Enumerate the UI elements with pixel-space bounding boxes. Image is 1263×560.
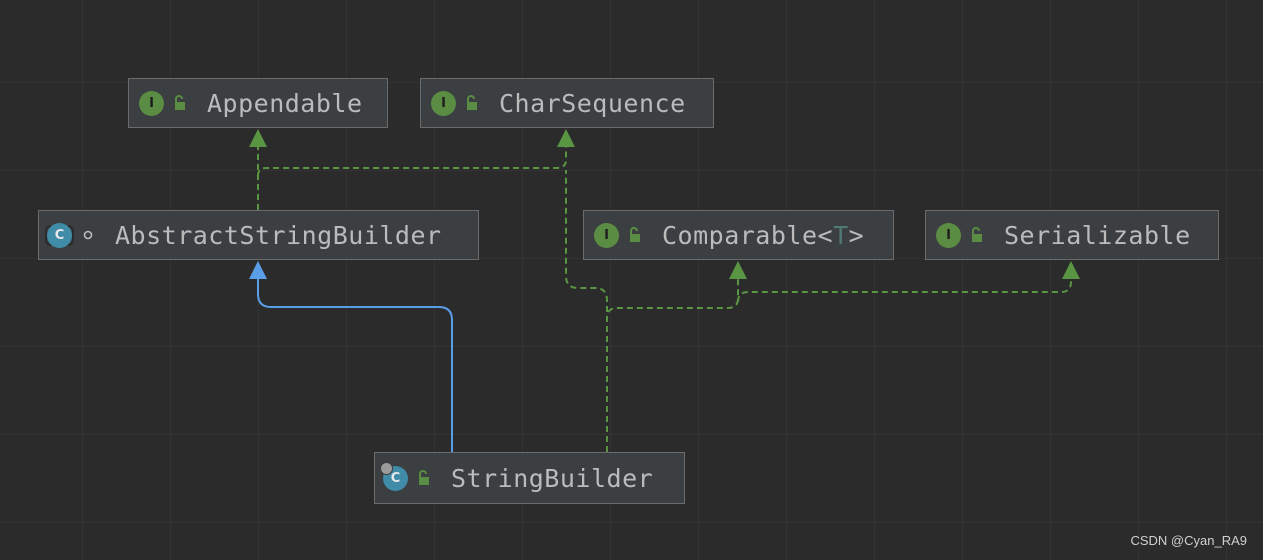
interface-icon: I bbox=[431, 90, 456, 116]
interface-icon: I bbox=[594, 222, 619, 248]
edge-stringbuilder-extends-abstractstringbuilder bbox=[257, 278, 453, 452]
edge-stringbuilder-implements-comparable bbox=[606, 278, 739, 452]
edge-stringbuilder-implements-serializable bbox=[737, 278, 1072, 303]
public-lock-icon bbox=[970, 227, 984, 243]
node-abstractstringbuilder[interactable]: C AbstractStringBuilder bbox=[38, 210, 479, 260]
node-label: StringBuilder bbox=[451, 463, 654, 493]
node-stringbuilder[interactable]: C StringBuilder bbox=[374, 452, 685, 504]
node-label: Appendable bbox=[207, 88, 363, 118]
node-label: CharSequence bbox=[499, 88, 686, 118]
public-lock-icon bbox=[465, 95, 479, 111]
edge-arrowhead bbox=[1062, 261, 1080, 279]
watermark: CSDN @Cyan_RA9 bbox=[1130, 533, 1247, 548]
node-serializable[interactable]: I Serializable bbox=[925, 210, 1219, 260]
final-marker-icon bbox=[380, 461, 393, 475]
node-comparable[interactable]: I Comparable<T> bbox=[583, 210, 894, 260]
class-glyph: C bbox=[390, 470, 401, 486]
final-class-icon: C bbox=[380, 461, 408, 491]
abstract-class-icon: C bbox=[45, 222, 74, 248]
edge-arrowhead bbox=[557, 129, 575, 147]
edge-abstractstringbuilder-implements-charsequence bbox=[257, 146, 567, 177]
generic-bracket-close: > bbox=[848, 220, 865, 250]
edge-arrowhead bbox=[249, 261, 267, 279]
public-lock-icon bbox=[628, 227, 642, 243]
generic-bracket-open: < bbox=[817, 220, 834, 250]
generic-type-param: T bbox=[833, 220, 849, 250]
edge-stringbuilder-implements-charsequence bbox=[565, 170, 608, 452]
node-label: Comparable<T> bbox=[662, 221, 864, 250]
node-label: AbstractStringBuilder bbox=[115, 220, 442, 250]
edge-arrowhead bbox=[249, 129, 267, 147]
interface-icon: I bbox=[139, 90, 164, 116]
node-label: Serializable bbox=[1004, 220, 1191, 250]
node-charsequence[interactable]: I CharSequence bbox=[420, 78, 714, 128]
interface-icon: I bbox=[936, 222, 961, 248]
public-lock-icon bbox=[173, 95, 187, 111]
node-name: Comparable bbox=[662, 220, 818, 250]
package-private-icon bbox=[81, 227, 95, 243]
node-appendable[interactable]: I Appendable bbox=[128, 78, 388, 128]
edge-arrowhead bbox=[729, 261, 747, 279]
public-lock-icon bbox=[417, 470, 431, 486]
